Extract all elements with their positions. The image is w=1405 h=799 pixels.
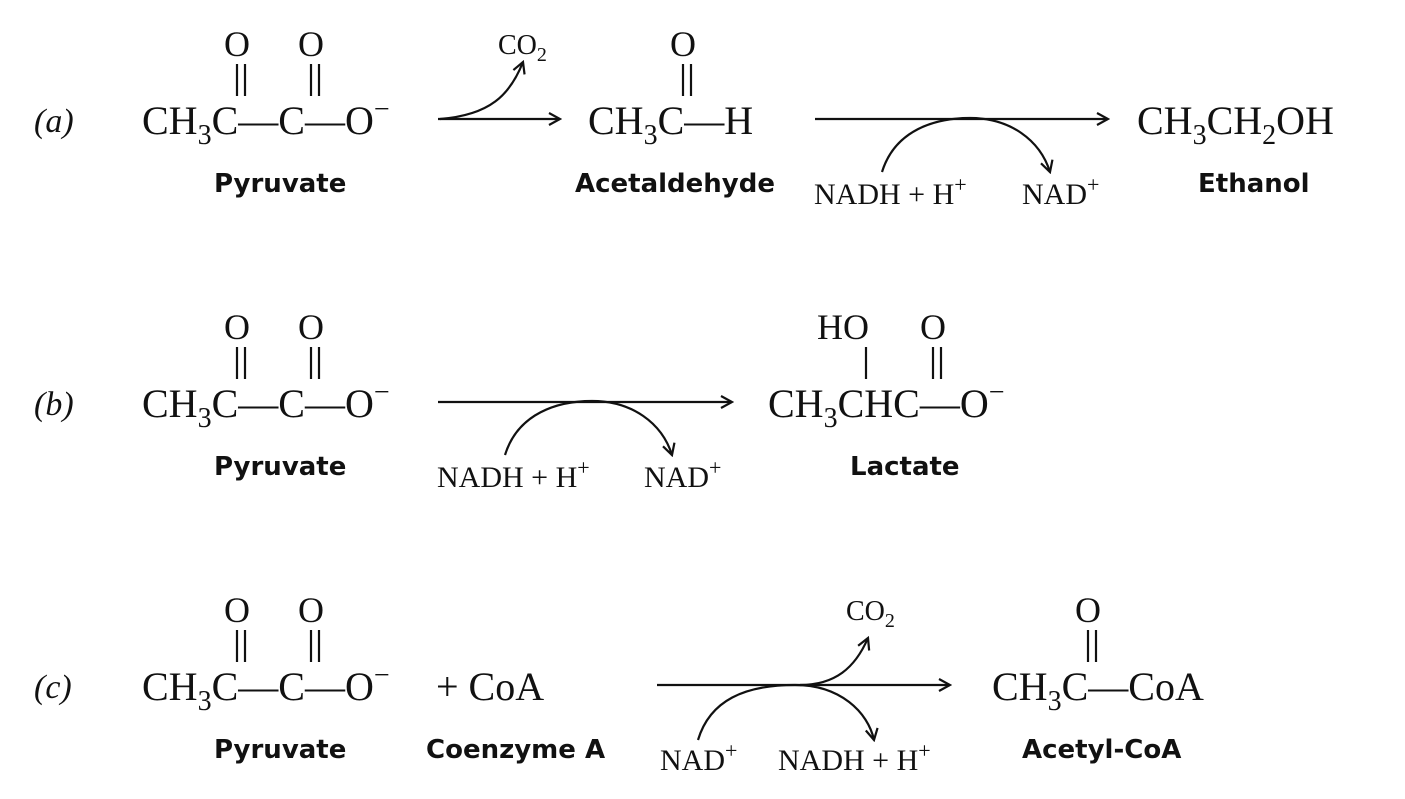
reaction-c: (c) O O CH3C—C—O− + CoA Pyruvate Coenzym… [34,590,1204,777]
carbonyl-oxygen: O [224,307,250,347]
carbonyl-oxygen: O [224,590,250,630]
reaction-b: (b) O O CH3C—C—O− Pyruvate NADH + H+ NAD… [34,307,1005,494]
hydroxyl-group: HO [817,307,869,347]
carbonyl-oxygen: O [670,24,696,64]
cofactor-nadh: NADH + H+ [814,172,967,211]
reaction-label: (c) [34,669,72,706]
cofactor-arrow [503,399,672,455]
pyruvate-formula: CH3C—C—O− [142,94,390,151]
lactate-formula: CH3CHC—O− [768,377,1005,434]
pyruvate-formula: CH3C—C—O− [142,660,390,717]
carbonyl-oxygen: O [298,590,324,630]
reaction-label: (b) [34,386,74,423]
compound-name: Lactate [850,452,960,482]
cofactor-nadh: NADH + H+ [437,455,590,494]
compound-name: Pyruvate [214,452,346,482]
ethanol-structure: CH3CH2OH Ethanol [1137,98,1334,199]
cofactor-nad: NAD+ [644,455,721,494]
pyruvate-structure: O O CH3C—C—O− Pyruvate [142,24,390,199]
cofactor-nad: NAD+ [660,738,737,777]
acetaldehyde-formula: CH3C—H [588,98,753,151]
reaction-label: (a) [34,103,74,140]
reaction-a: (a) O O CH3C—C—O− Pyruvate CO2 O CH3C—H … [34,24,1334,211]
carbonyl-oxygen: O [1075,590,1101,630]
cofactor-arrow [696,683,874,740]
compound-name: Pyruvate [214,169,346,199]
pyruvate-structure: O O CH3C—C—O− Pyruvate [142,307,390,482]
cofactor-nadh: NADH + H+ [778,738,931,777]
carbonyl-oxygen: O [298,307,324,347]
carbonyl-oxygen: O [224,24,250,64]
pyruvate-formula: CH3C—C—O− [142,377,390,434]
carbonyl-oxygen: O [920,307,946,347]
ethanol-formula: CH3CH2OH [1137,98,1334,151]
cofactor-arrow [880,116,1050,172]
acetyl-coa-formula: CH3C—CoA [992,664,1204,717]
co2-release-arrow [439,62,523,121]
compound-name: Ethanol [1198,169,1310,199]
acetaldehyde-structure: O CH3C—H Acetaldehyde [575,24,775,199]
pyruvate-structure: O O CH3C—C—O− + CoA Pyruvate Coenzyme A [142,590,605,765]
co2-label: CO2 [846,596,895,632]
cofactor-nad: NAD+ [1022,172,1099,211]
plus-coa: + CoA [436,664,544,709]
co2-release-arrow [799,638,868,687]
compound-name: Pyruvate [214,735,346,765]
carbonyl-oxygen: O [298,24,324,64]
compound-name: Acetaldehyde [575,169,775,199]
co2-label: CO2 [498,30,547,66]
lactate-structure: HO O CH3CHC—O− Lactate [768,307,1005,482]
acetyl-coa-structure: O CH3C—CoA Acetyl-CoA [992,590,1204,765]
compound-name: Coenzyme A [426,735,605,765]
compound-name: Acetyl-CoA [1022,735,1181,765]
